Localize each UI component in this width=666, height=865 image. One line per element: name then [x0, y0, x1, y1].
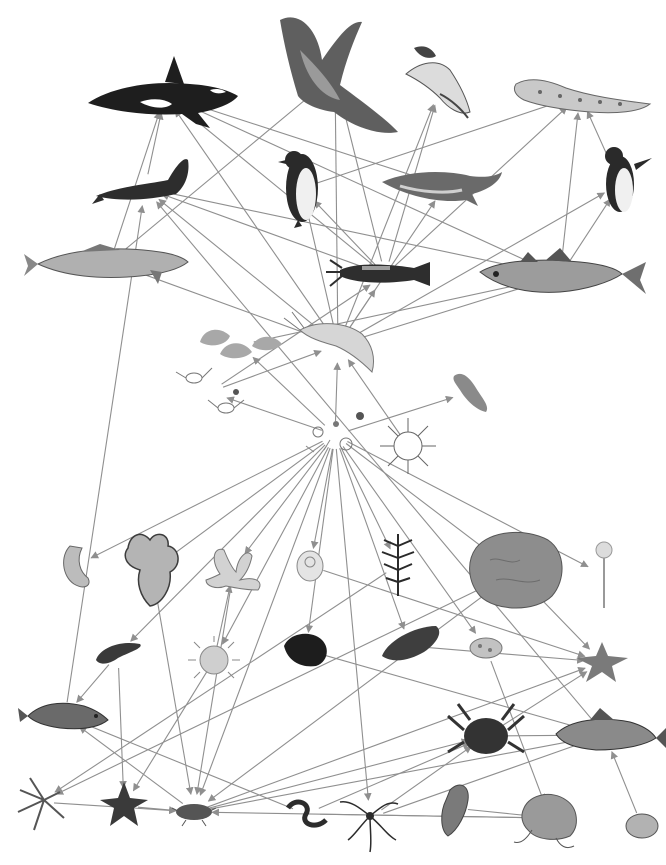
killer-whale-icon [88, 56, 238, 128]
feeding-arrow-polychaete-to-starfish-bottom [119, 668, 124, 788]
feeding-arrow-krill-to-emperor-penguin [306, 206, 335, 332]
notothen-fish-icon [18, 703, 108, 728]
feeding-arrow-bryozoan-to-isopod [154, 584, 191, 795]
ascidian-icon [297, 551, 323, 581]
feeding-arrow-anemone-to-crinoid [217, 586, 230, 647]
feeding-arrow-toothfish-to-orca [114, 112, 159, 249]
feeding-arrow-icefish-to-adelie-penguin [568, 199, 611, 264]
feeding-arrow-phytoplankton-to-amphipods [253, 357, 325, 425]
feeding-arrow-squid-to-orca [179, 106, 374, 266]
feeding-arrow-amphipods-to-icefish [254, 280, 543, 342]
feeding-arrow-sponge-to-sea-spider [56, 578, 502, 794]
polychaete-icon [96, 643, 141, 664]
feeding-arrow-isopod-to-starfish-right [207, 668, 585, 807]
notothen-fish-icon [556, 708, 666, 750]
sea-anemone-icon [188, 636, 240, 678]
icefish-icon [480, 248, 646, 294]
feeding-arrow-phytoplankton-to-nemertean [91, 441, 322, 558]
sponge-icon [470, 532, 562, 608]
feeding-arrow-diatom-to-krill [348, 360, 400, 435]
feeding-arrow-crinoid-to-isopod [197, 582, 232, 794]
feeding-arrow-squid-to-emperor-penguin [314, 201, 375, 265]
nemertean-worm-icon [64, 546, 89, 587]
hydroid-icon [382, 534, 414, 596]
octopus-icon [514, 794, 576, 847]
feeding-arrow-worm-to-notothen-left [82, 723, 293, 809]
feeding-arrow-phytoplankton-to-sea-cucumber [340, 448, 404, 629]
crinoid-icon [206, 549, 260, 590]
feeding-arrow-anemone-to-starfish-bottom [133, 672, 206, 791]
feeding-arrow-polychaete-to-notothen-left [77, 665, 109, 703]
isopod-icon [172, 804, 216, 826]
stalked-sponge-icon [596, 542, 612, 608]
feeding-arrow-icefish-to-leopard-seal [562, 113, 579, 262]
feeding-arrow-phytoplankton-to-urchin [308, 449, 333, 632]
feeding-arrow-krill-to-petrel [335, 93, 338, 331]
gastropod-icon [442, 785, 469, 836]
starfish-icon [576, 642, 628, 682]
feeding-arrow-phytoplankton-to-limpet [343, 446, 476, 633]
organisms [18, 17, 666, 852]
crab-icon [448, 704, 524, 754]
zooplankton-icon [176, 368, 244, 413]
squid-icon [326, 260, 430, 286]
sea-urchin-icon [284, 634, 327, 667]
leopard-seal-icon [514, 80, 650, 113]
feeding-arrow-phytoplankton-to-ascidian [313, 449, 332, 549]
feeding-arrow-phytoplankton-to-krill [336, 363, 338, 421]
feeding-arrow-phytoplankton-to-isopod [200, 448, 330, 795]
feeding-arrow-krill-to-icefish [351, 281, 542, 341]
toothfish-icon [24, 244, 188, 284]
feeding-arrow-sea-cucumber-to-starfish-right [424, 647, 584, 660]
feeding-arrow-phytoplankton-to-salp [348, 398, 453, 431]
octopus-icon [626, 814, 658, 838]
amphipod-icon [200, 330, 282, 359]
giant-petrel-icon [280, 17, 398, 132]
feeding-arrow-phytoplankton-to-bryozoan [167, 443, 324, 559]
limpet-icon [470, 638, 502, 658]
diatom-icon [380, 418, 436, 474]
feeding-arrow-squid-to-seal [162, 194, 372, 270]
brittle-star-icon [340, 802, 398, 852]
adelie-penguin-icon [605, 147, 652, 212]
feeding-arrow-isopod-to-crab [208, 741, 469, 809]
feeding-arrow-sponge-to-isopod [208, 580, 503, 801]
bryozoan-icon [125, 534, 178, 606]
feeding-arrow-phytoplankton-to-brittle-star [336, 449, 368, 800]
krill-icon [284, 312, 374, 372]
emperor-penguin-icon [278, 151, 318, 228]
feeding-arrow-seal-to-orca [148, 113, 161, 175]
feeding-arrow-icefish-to-seal [163, 192, 547, 273]
sea-spider-icon [18, 778, 64, 830]
feeding-arrow-phytoplankton-to-anemone [223, 447, 329, 644]
weddell-seal-icon [92, 159, 189, 204]
sea-cucumber-icon [382, 626, 439, 660]
feeding-arrow-crab-to-starfish-right [498, 672, 587, 729]
starfish-icon [100, 782, 148, 826]
minke-whale-icon [382, 172, 502, 206]
feeding-arrow-phytoplankton-to-crinoid [245, 446, 327, 554]
feeding-arrow-phytoplankton-to-hydroid [341, 448, 390, 549]
feeding-arrow-notothen-left-to-seal [67, 206, 142, 702]
albatross-icon [406, 46, 470, 118]
salp-icon [453, 374, 487, 412]
feeding-arrow-urchin-to-notothen-right [320, 654, 588, 730]
feeding-arrow-small-octopus-to-notothen-right [612, 752, 637, 813]
